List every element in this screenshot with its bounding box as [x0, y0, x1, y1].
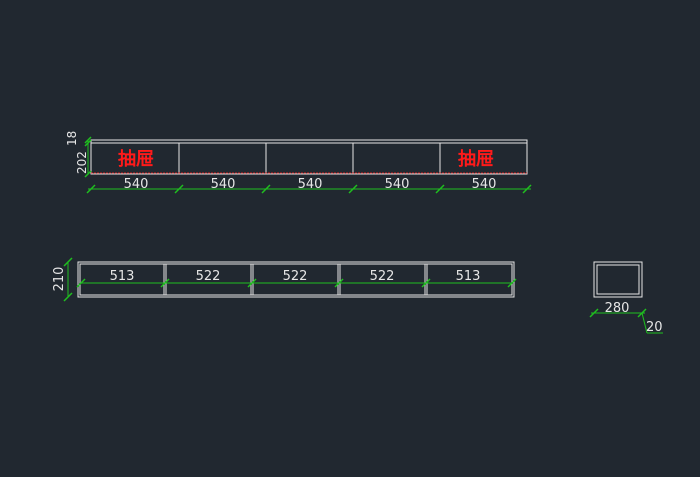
side-thickness-leader	[641, 312, 648, 334]
middle-inner-outline	[79, 263, 513, 296]
middle-width-dim-5: 513	[456, 269, 481, 284]
drawer-label-right: 抽屉	[458, 148, 494, 170]
side-section: 280 20	[589, 261, 663, 335]
middle-plan: 513 522 522 522 513 210	[52, 257, 517, 302]
top-elevation: 抽屉 抽屉 18 202 540 540 540 540 540	[65, 131, 532, 194]
top-cabinet-outline	[90, 139, 528, 175]
middle-width-dim-4: 522	[370, 269, 395, 284]
middle-height-dim: 210	[52, 267, 67, 292]
top-width-dim-3: 540	[298, 177, 323, 192]
top-width-dim-1: 540	[124, 177, 149, 192]
top-width-dim-5: 540	[472, 177, 497, 192]
middle-width-dim-2: 522	[196, 269, 221, 284]
side-depth-dim: 280	[605, 301, 630, 316]
middle-width-dim-1: 513	[110, 269, 135, 284]
middle-width-dim-3: 522	[283, 269, 308, 284]
side-outer-outline	[593, 261, 643, 298]
side-thickness-dim: 20	[646, 320, 663, 335]
drawer-label-left: 抽屉	[118, 148, 154, 170]
side-inner-outline	[596, 264, 640, 295]
top-height-dim-lower: 202	[75, 151, 89, 174]
middle-outer-outline	[77, 261, 515, 298]
top-width-dim-4: 540	[385, 177, 410, 192]
top-height-dim-upper: 18	[65, 131, 79, 146]
middle-width-ticks	[76, 278, 517, 288]
middle-partitions	[163, 264, 428, 295]
top-width-dim-2: 540	[211, 177, 236, 192]
top-width-ticks	[86, 184, 532, 194]
